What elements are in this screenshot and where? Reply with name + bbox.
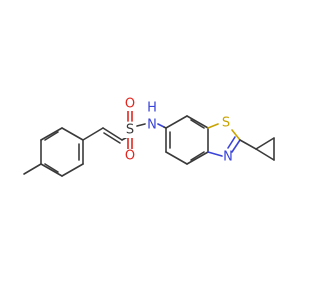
thiazole-nitrogen-label: N [223,150,233,165]
sulfonyl-sulfur-label: S [126,123,134,138]
bond [239,139,257,150]
bond [40,163,63,177]
bond [186,151,209,165]
double-bond-inner [190,151,205,161]
vinyl-double-bond-inner [103,132,121,144]
label-background [124,97,136,111]
bond [165,115,188,129]
amide-nitrogen-label: N [147,118,157,133]
double-bond-inner [44,131,59,141]
vinyl-double-bond [102,127,123,141]
oxygen-upper-label: O [125,97,135,112]
double-bond-inner [190,119,205,129]
benzo-ring [165,115,209,165]
bond [186,115,209,129]
label-background [124,122,136,138]
amide-hydrogen-label: H [147,101,157,116]
vinyl-bond [82,127,104,141]
cyclopropyl-ring [239,137,275,161]
thiazole-sulfur-label: S [222,116,230,131]
tolyl-ring [40,127,84,177]
double-bond-inner [44,163,59,173]
molecule-structure-diagram: S O O N H S N [23,97,275,177]
oxygen-lower-label: O [125,149,135,164]
thiazole-ring [207,123,241,157]
bond [255,148,275,161]
bond [61,163,84,177]
bond [40,127,63,141]
n-c-bond [207,151,223,157]
c-s-bond [207,123,219,129]
bond [61,127,84,141]
methyl-bond [23,163,42,175]
c-n-double-bond-inner [227,136,236,149]
bond [165,151,188,165]
s-n-bond [136,123,146,127]
s-c-bond [231,129,241,141]
n-aryl-bond [157,123,165,128]
bond [255,137,275,150]
label-background [124,149,136,163]
c-n-double-bond [231,139,241,153]
